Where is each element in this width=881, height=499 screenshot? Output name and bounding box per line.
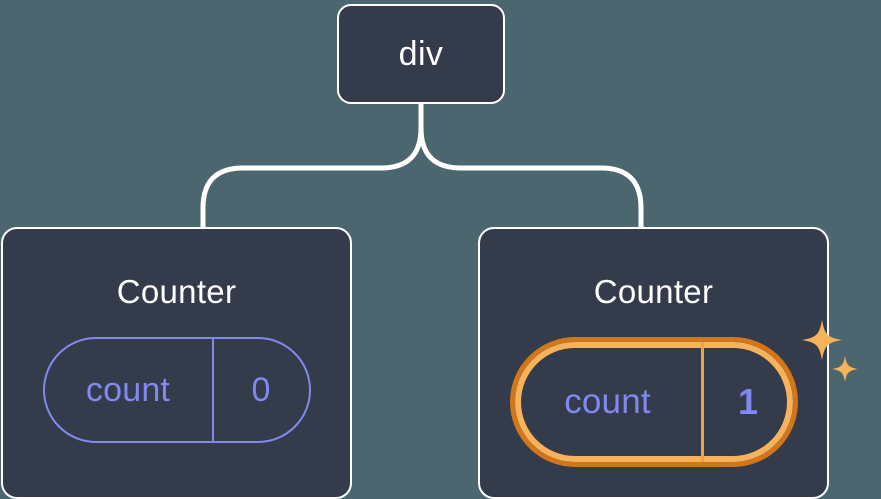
state-pill-wrap-left: count 0 bbox=[42, 337, 311, 443]
node-counter-right[interactable]: Counter count 1 bbox=[478, 227, 829, 499]
state-key-left: count bbox=[85, 370, 171, 409]
state-pill-right[interactable]: count 1 bbox=[509, 337, 798, 467]
node-counter-left-label: Counter bbox=[116, 273, 237, 310]
state-pill-left[interactable]: count 0 bbox=[42, 337, 311, 443]
sparkle-icon bbox=[832, 356, 858, 382]
edge-to-counter-left bbox=[200, 125, 424, 231]
node-div-label: div bbox=[398, 34, 444, 73]
node-div[interactable]: div bbox=[337, 4, 505, 104]
state-pill-divider-left bbox=[211, 339, 214, 441]
state-value-right: 1 bbox=[737, 381, 759, 422]
state-key-right: count bbox=[564, 382, 651, 421]
node-counter-right-label: Counter bbox=[593, 273, 714, 310]
state-value-left: 0 bbox=[251, 370, 271, 409]
state-pill-wrap-right: count 1 bbox=[509, 337, 798, 467]
node-counter-left[interactable]: Counter count 0 bbox=[1, 227, 352, 499]
state-pill-divider-right bbox=[700, 342, 704, 462]
edge-to-counter-right bbox=[418, 125, 644, 231]
